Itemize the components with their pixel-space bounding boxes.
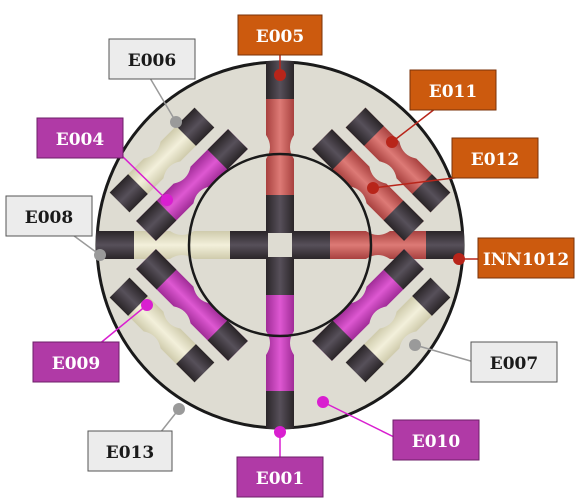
label-e001-text: E001 (256, 469, 304, 489)
specimen-e010 (312, 249, 424, 361)
label-e010: E010 (392, 419, 480, 461)
dot-e010 (317, 396, 329, 408)
specimen-e007 (345, 277, 451, 383)
specimen-e005 (266, 61, 294, 233)
dot-e007 (409, 339, 421, 351)
label-e011: E011 (409, 69, 497, 111)
leader-lines (65, 55, 479, 460)
specimen-e001 (266, 257, 294, 429)
label-inn1012-text: INN1012 (483, 250, 569, 270)
specimen-e013 (109, 277, 215, 383)
leader-e009 (97, 304, 148, 346)
label-inn1012: INN1012 (477, 237, 575, 279)
dot-e006 (170, 116, 182, 128)
label-e007-text: E007 (490, 354, 538, 374)
specimen-e006 (109, 107, 215, 213)
specimen-inn1012 (292, 231, 464, 259)
leader-e004 (117, 151, 168, 201)
dot-inn1012 (453, 253, 465, 265)
label-e009-text: E009 (52, 354, 100, 374)
label-e004-text: E004 (56, 130, 105, 150)
label-e009: E009 (32, 341, 120, 383)
label-e008-text: E008 (25, 208, 73, 228)
leader-e010 (322, 401, 397, 439)
leader-e011 (391, 104, 441, 143)
inner-circle (187, 152, 373, 338)
label-e005: E005 (237, 14, 323, 56)
dot-e005 (274, 69, 286, 81)
connector-dots (94, 69, 465, 438)
dot-e013 (173, 403, 185, 415)
label-e011-text: E011 (429, 82, 477, 102)
label-e012: E012 (451, 137, 539, 179)
specimen-e012 (345, 107, 451, 213)
label-e008: E008 (5, 195, 93, 237)
dot-e012 (367, 182, 379, 194)
label-e006-text: E006 (128, 51, 176, 71)
label-e012-text: E012 (471, 150, 519, 170)
specimen-group (96, 61, 464, 429)
label-e010-text: E010 (412, 432, 461, 452)
leader-e007 (414, 344, 475, 363)
label-e013-text: E013 (106, 443, 154, 463)
specimen-e008 (96, 231, 268, 259)
label-e006: E006 (108, 38, 196, 80)
specimen-e009 (136, 249, 248, 361)
dot-e011 (386, 136, 398, 148)
dot-e008 (94, 249, 106, 261)
specimen-e004 (136, 129, 248, 241)
dot-e009 (141, 299, 153, 311)
label-e013: E013 (87, 430, 173, 472)
leader-e006 (149, 77, 177, 123)
dot-e004 (161, 194, 173, 206)
label-e005-text: E005 (256, 27, 304, 47)
label-e004: E004 (36, 117, 124, 159)
label-e007: E007 (470, 341, 558, 383)
dot-e001 (274, 426, 286, 438)
label-e001: E001 (236, 456, 324, 498)
